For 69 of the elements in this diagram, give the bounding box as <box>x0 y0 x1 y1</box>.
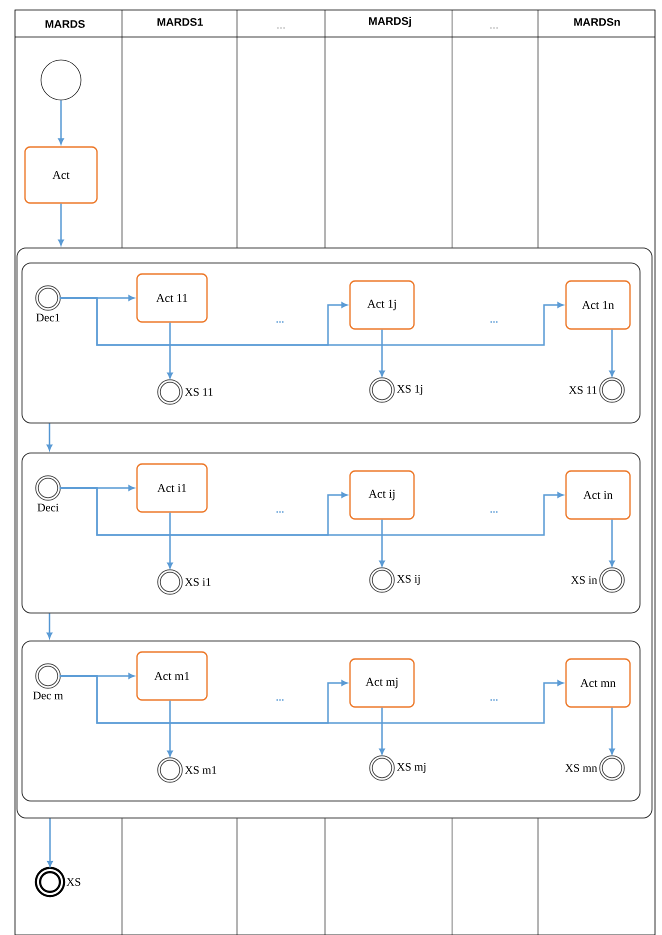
event-label: XS m1 <box>184 766 216 774</box>
arrow <box>60 487 564 536</box>
arrow <box>167 700 173 757</box>
arrow <box>46 424 52 451</box>
decision-circle <box>35 285 61 311</box>
end-event-circle <box>34 866 66 898</box>
activity-box: Act <box>24 146 98 204</box>
column-header: MARDS <box>46 20 85 28</box>
activity-box: Act mj <box>349 658 415 708</box>
activity-box: Act mn <box>565 658 631 708</box>
arrow <box>60 297 564 346</box>
ellipsis: ... <box>277 27 285 29</box>
arrow <box>167 512 173 569</box>
event-label: XS i1 <box>184 578 211 586</box>
event-label: XS <box>66 878 80 886</box>
activity-box: Act in <box>565 470 631 520</box>
ellipsis: ... <box>490 321 498 323</box>
arrow <box>58 100 64 144</box>
event-label: XS 11 <box>184 388 213 396</box>
event-label: Dec1 <box>36 314 60 322</box>
arrow <box>379 330 385 377</box>
arrow <box>609 708 615 755</box>
decision-circle <box>35 663 61 689</box>
end-event-circle <box>157 757 183 783</box>
arrow <box>47 818 53 867</box>
ellipsis: ... <box>490 27 498 29</box>
ellipsis: ... <box>490 511 498 513</box>
end-event-circle <box>157 569 183 595</box>
activity-box: Act 11 <box>136 273 208 323</box>
container-box <box>22 262 640 424</box>
event-label: XS mn <box>565 764 598 772</box>
arrow <box>60 675 564 724</box>
ellipsis: ... <box>490 699 498 701</box>
event-label: Dec m <box>33 692 63 700</box>
event-label: XS 11 <box>568 386 597 394</box>
arrow <box>609 520 615 567</box>
end-event-circle <box>599 755 625 781</box>
activity-box: Act m1 <box>136 651 208 701</box>
container-box <box>22 640 640 802</box>
arrow <box>379 520 385 567</box>
end-event-circle <box>369 567 395 593</box>
event-label: XS in <box>571 576 598 584</box>
end-event-circle <box>157 379 183 405</box>
activity-box: Act i1 <box>136 463 208 513</box>
container-box <box>22 452 640 614</box>
activity-box: Act ij <box>349 470 415 520</box>
decision-circle <box>35 475 61 501</box>
event-label: XS mj <box>396 762 426 774</box>
activity-box: Act 1j <box>349 280 415 330</box>
arrow <box>167 322 173 379</box>
start-event-circle <box>40 60 82 100</box>
column-header: MARDS1 <box>158 18 203 26</box>
ellipsis: ... <box>276 321 284 323</box>
end-event-circle <box>369 755 395 781</box>
arrow <box>609 330 615 377</box>
event-label: XS ij <box>396 574 420 586</box>
column-header: MARDSj <box>369 16 411 28</box>
arrow <box>46 614 52 639</box>
arrow <box>379 708 385 755</box>
activity-box: Act 1n <box>565 280 631 330</box>
event-label: XS 1j <box>396 384 422 396</box>
ellipsis: ... <box>276 511 284 513</box>
end-event-circle <box>599 567 625 593</box>
column-header: MARDSn <box>574 18 620 26</box>
event-label: Deci <box>37 504 59 512</box>
end-event-circle <box>369 377 395 403</box>
end-event-circle <box>599 377 625 403</box>
arrow <box>58 204 64 246</box>
ellipsis: ... <box>276 699 284 701</box>
